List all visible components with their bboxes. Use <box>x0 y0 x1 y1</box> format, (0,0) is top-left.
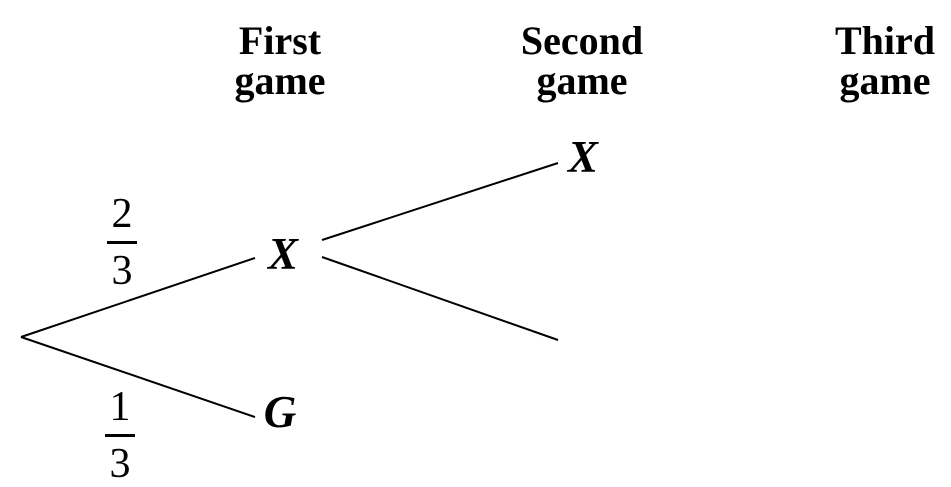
node-first-game-x: X <box>267 229 298 279</box>
fraction-numerator: 1 <box>109 384 131 430</box>
probability-label-two-thirds: 2 3 <box>107 193 137 292</box>
fraction-denominator: 3 <box>111 248 133 294</box>
fraction-bar <box>107 241 137 244</box>
header-third-game: Third game <box>834 18 936 103</box>
branch-x-to-second-x <box>321 162 559 241</box>
fraction-bar <box>105 434 135 437</box>
node-first-game-g: G <box>263 387 297 437</box>
header-second-game: Second game <box>520 18 644 103</box>
node-second-game-x: X <box>567 132 598 182</box>
branch-root-to-x <box>20 257 256 338</box>
branch-x-to-second-lower <box>321 256 559 341</box>
branch-root-to-g <box>20 336 256 418</box>
fraction-numerator: 2 <box>111 191 133 237</box>
fraction-denominator: 3 <box>109 441 131 487</box>
header-first-game: First game <box>234 18 326 103</box>
probability-label-one-third: 1 3 <box>105 386 135 485</box>
